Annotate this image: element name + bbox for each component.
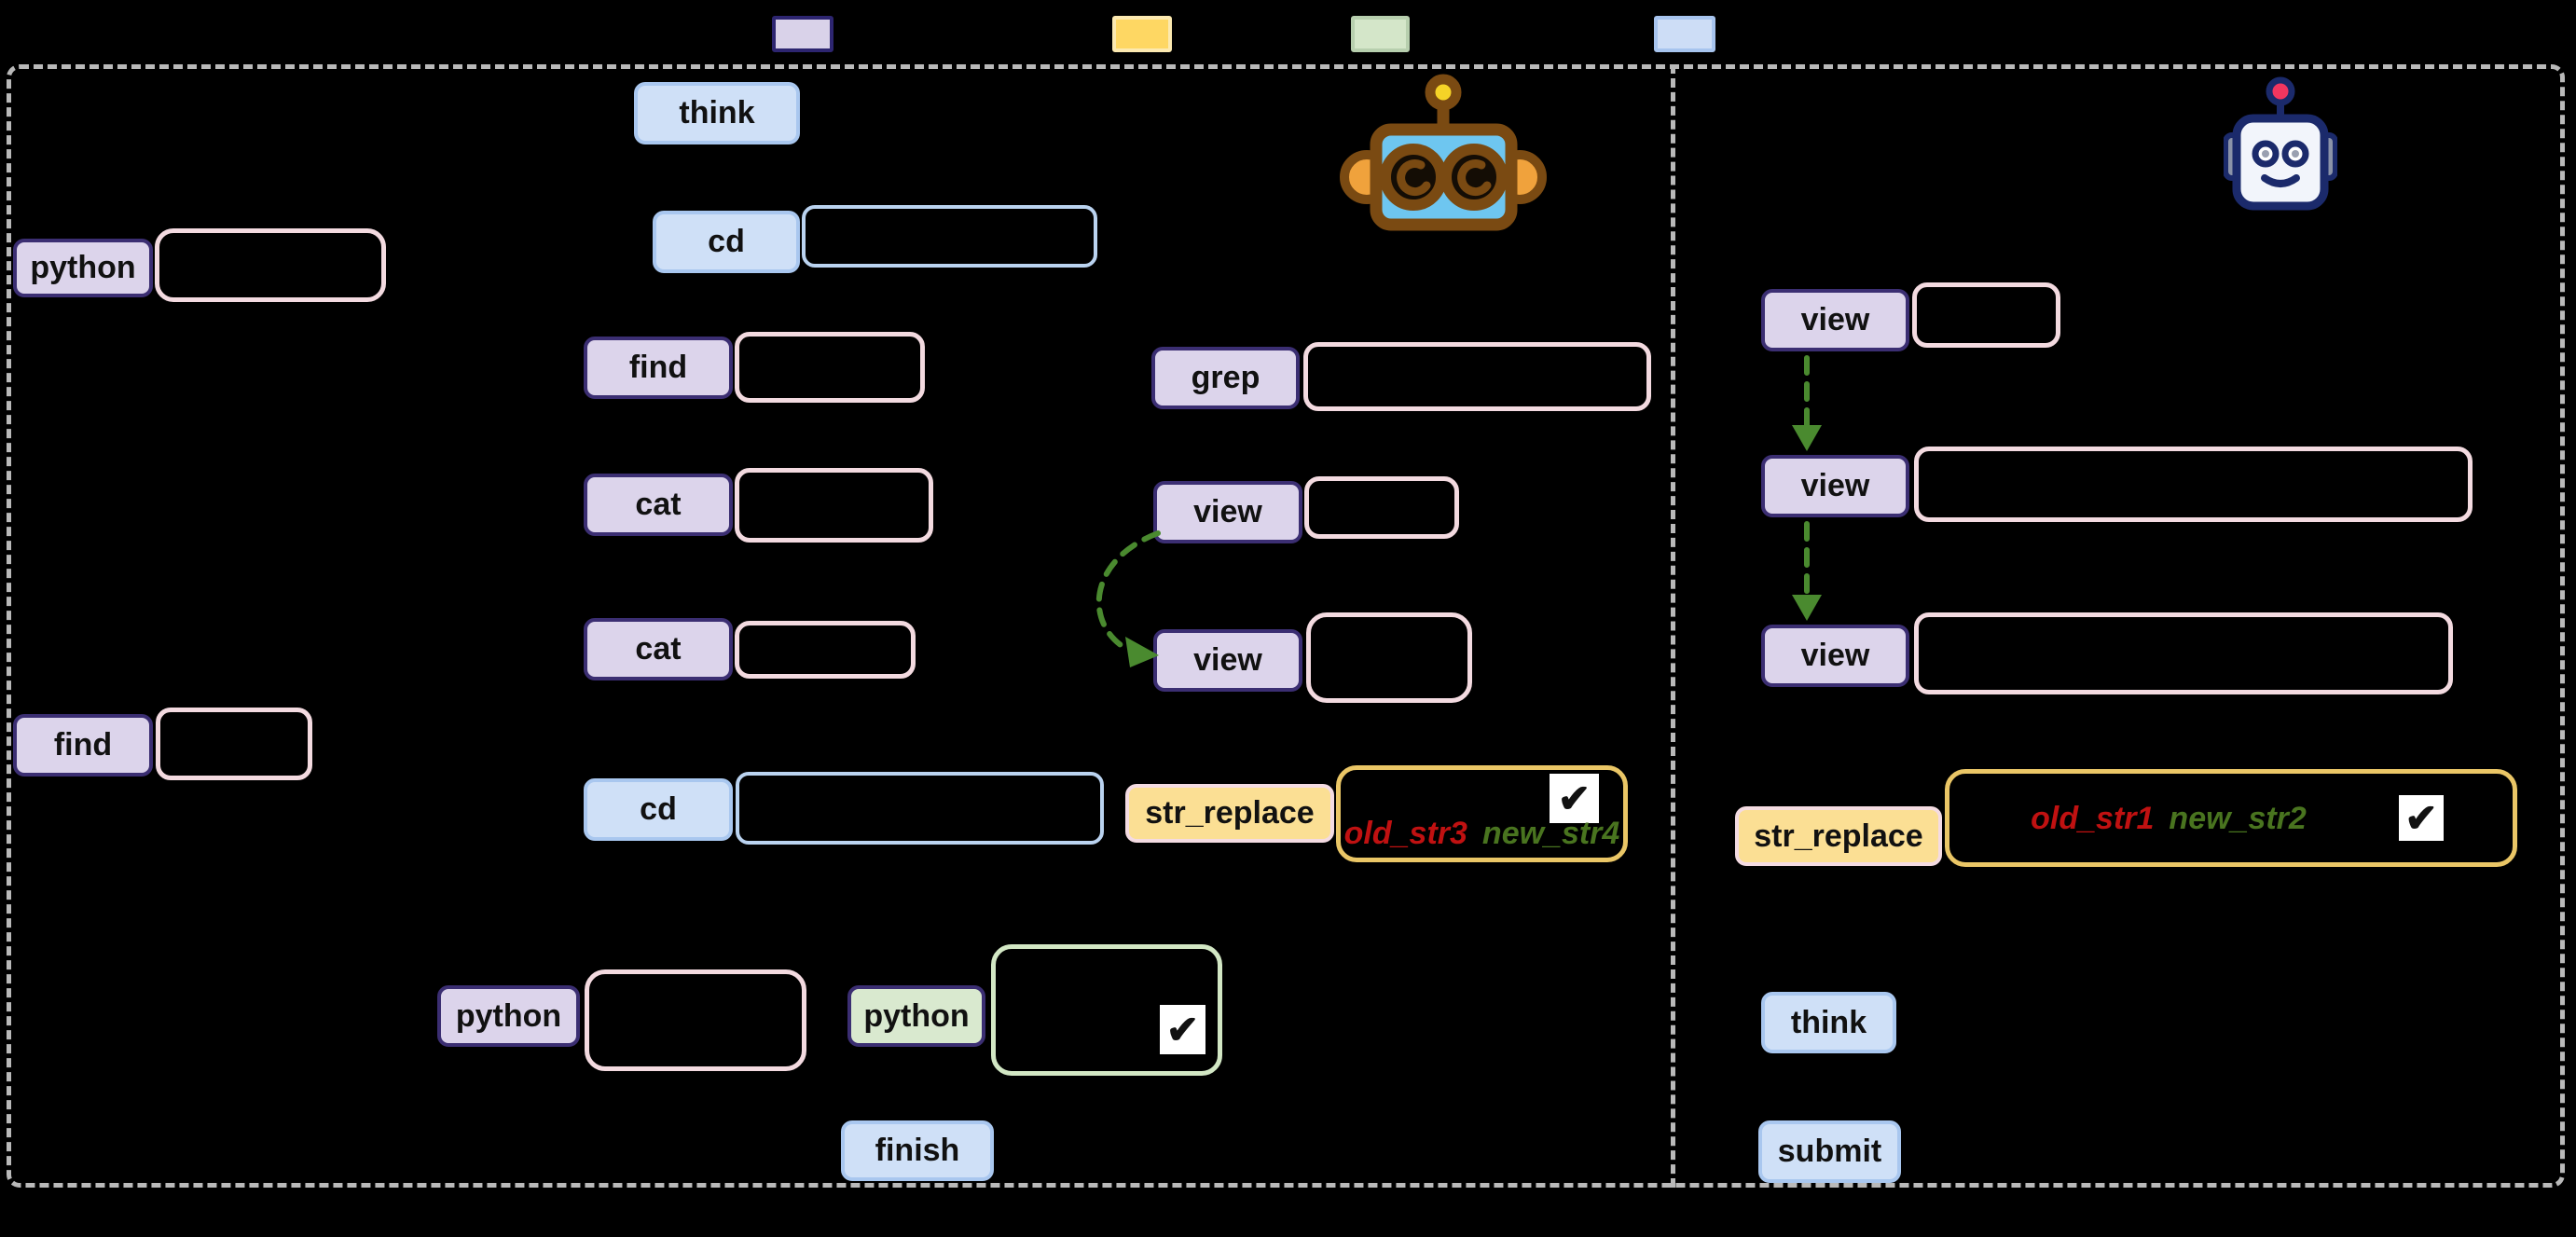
view-command-box xyxy=(1914,612,2453,694)
python-command-box xyxy=(585,969,806,1071)
python-command-box xyxy=(155,228,386,302)
view-command-box xyxy=(1914,447,2473,522)
edit-strings: old_str1 new_str2 xyxy=(1963,798,2374,839)
submit-action-label: submit xyxy=(1758,1120,1901,1183)
think-action-label: think xyxy=(634,82,800,144)
str-replace-action-label: str_replace xyxy=(1735,806,1942,866)
view-action-label: view xyxy=(1153,481,1302,543)
view-action-label: view xyxy=(1153,629,1302,692)
find-command-box xyxy=(735,332,925,403)
cd-command-box xyxy=(736,772,1104,845)
panel-divider xyxy=(1671,64,1675,1188)
check-glyph: ✔ xyxy=(1165,1008,1200,1051)
success-check-icon: ✔ xyxy=(1160,1005,1205,1054)
str-replace-action-label: str_replace xyxy=(1125,784,1334,843)
new-str-text: new_str4 xyxy=(1481,815,1620,851)
cat-command-box xyxy=(735,621,916,679)
find-action-label: find xyxy=(584,337,733,399)
find-action-label: find xyxy=(13,714,153,777)
success-check-icon: ✔ xyxy=(1550,774,1599,823)
success-check-icon: ✔ xyxy=(2399,795,2444,841)
python-action-label: python xyxy=(13,239,153,297)
legend-swatch-purple xyxy=(772,16,833,52)
view-command-box xyxy=(1304,476,1459,539)
grep-action-label: grep xyxy=(1151,347,1300,409)
find-command-box xyxy=(156,708,312,780)
python-action-label: python xyxy=(847,985,985,1047)
python-action-label: python xyxy=(437,985,580,1047)
old-str-text: old_str1 xyxy=(2031,800,2155,836)
edit-strings: old_str3 new_str4 xyxy=(1336,813,1628,854)
view-action-label: view xyxy=(1761,625,1909,687)
cat-action-label: cat xyxy=(584,474,733,536)
cat-action-label: cat xyxy=(584,618,733,680)
robot-icon-left xyxy=(1340,74,1547,231)
cd-command-box xyxy=(802,205,1097,268)
cat-command-box xyxy=(735,468,933,543)
cd-action-label: cd xyxy=(584,778,733,841)
legend-swatch-yellow xyxy=(1112,16,1172,52)
finish-action-label: finish xyxy=(841,1120,994,1181)
figure-border xyxy=(7,64,2565,1188)
cd-action-label: cd xyxy=(653,211,800,273)
new-str-text: new_str2 xyxy=(2169,800,2307,836)
check-glyph: ✔ xyxy=(1557,777,1591,820)
view-command-box xyxy=(1306,612,1472,703)
robot-icon-right xyxy=(2224,76,2337,211)
view-action-label: view xyxy=(1761,455,1909,517)
legend-swatch-blue xyxy=(1654,16,1715,52)
legend-swatch-green xyxy=(1351,16,1410,52)
old-str-text: old_str3 xyxy=(1343,815,1467,851)
grep-command-box xyxy=(1303,342,1651,411)
think-action-label: think xyxy=(1761,992,1896,1053)
view-action-label: view xyxy=(1761,289,1909,351)
view-command-box xyxy=(1912,282,2060,348)
check-glyph: ✔ xyxy=(2404,796,2438,840)
